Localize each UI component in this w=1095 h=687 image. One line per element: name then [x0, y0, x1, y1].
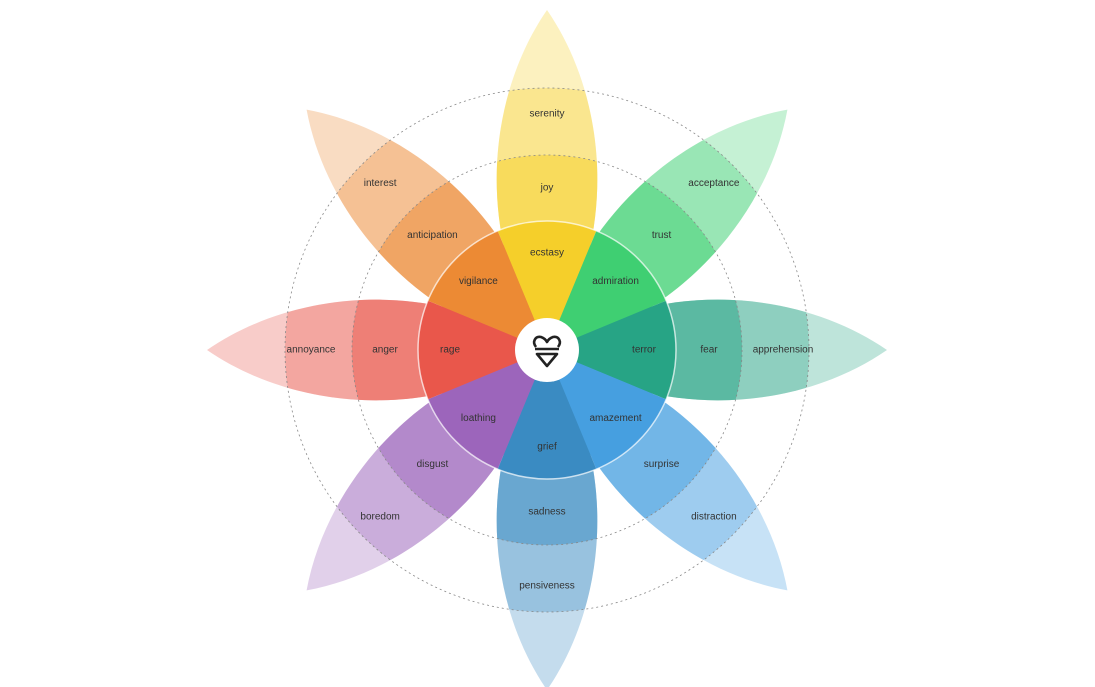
label-anger: anger [372, 345, 398, 356]
label-acceptance: acceptance [688, 178, 740, 189]
label-distraction: distraction [691, 512, 737, 523]
label-ecstasy: ecstasy [530, 248, 564, 259]
wedge-amazement [547, 350, 667, 470]
label-joy: joy [540, 183, 554, 194]
label-rage: rage [440, 345, 460, 356]
label-disgust: disgust [417, 459, 449, 470]
heart-triangle-logo-icon [532, 335, 562, 368]
label-serenity: serenity [529, 109, 564, 120]
wedge-ecstasy [497, 221, 597, 350]
wedge-grief [497, 350, 597, 479]
wedge-terror [547, 300, 676, 400]
label-pensiveness: pensiveness [519, 581, 575, 592]
label-admiration: admiration [592, 276, 639, 287]
label-amazement: amazement [589, 413, 641, 424]
label-surprise: surprise [644, 459, 680, 470]
label-fear: fear [700, 345, 718, 356]
label-loathing: loathing [461, 413, 496, 424]
label-terror: terror [632, 345, 657, 356]
label-trust: trust [652, 230, 672, 241]
wedge-rage [418, 300, 547, 400]
label-vigilance: vigilance [459, 276, 498, 287]
wedge-admiration [547, 230, 667, 350]
label-grief: grief [537, 442, 557, 453]
middle-dashed-ring [351, 154, 743, 546]
wedge-loathing [427, 350, 547, 470]
label-anticipation: anticipation [407, 230, 458, 241]
outer-dashed-ring [284, 87, 810, 613]
label-boredom: boredom [360, 512, 399, 523]
label-interest: interest [364, 178, 397, 189]
label-apprehension: apprehension [753, 345, 814, 356]
label-annoyance: annoyance [287, 345, 336, 356]
label-sadness: sadness [528, 507, 565, 518]
wedge-vigilance [427, 230, 547, 350]
inner-wedges [418, 221, 676, 479]
labels: ecstasy joy serenity admiration trust accepta… [287, 109, 814, 592]
inner-ring [417, 220, 677, 480]
